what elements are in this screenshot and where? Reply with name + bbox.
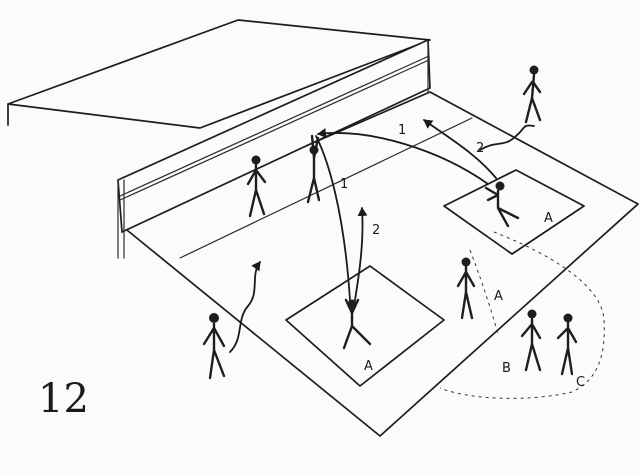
player-square-right [486,182,518,227]
player-square-left [344,300,370,349]
player-far-right [524,66,540,123]
player-setter [308,136,319,202]
player-label-square-left: A [364,359,373,374]
target-square-right [444,170,584,254]
figure-number: 12 [38,376,89,422]
player-label-side-a: A [494,289,503,304]
arrow-label-mid-2: 2 [372,223,380,238]
player-label-side-b: B [502,361,511,376]
trajectory-2-top [424,120,496,178]
arrow-label-mid-1: 1 [340,177,348,192]
player-runner [204,313,224,378]
run-path [230,262,260,352]
arrow-label-top-2: 2 [476,141,484,156]
player-side-b [522,310,540,371]
arrow-label-top-1: 1 [398,123,406,138]
player-label-side-c: C [576,375,585,390]
player-side-c [558,314,576,375]
net [118,40,430,258]
run-path-top [480,125,534,150]
player-label-square-right: A [544,211,553,226]
player-side-a [458,258,474,319]
trajectory-2-mid [354,208,363,306]
trajectory-1-mid [316,136,350,300]
